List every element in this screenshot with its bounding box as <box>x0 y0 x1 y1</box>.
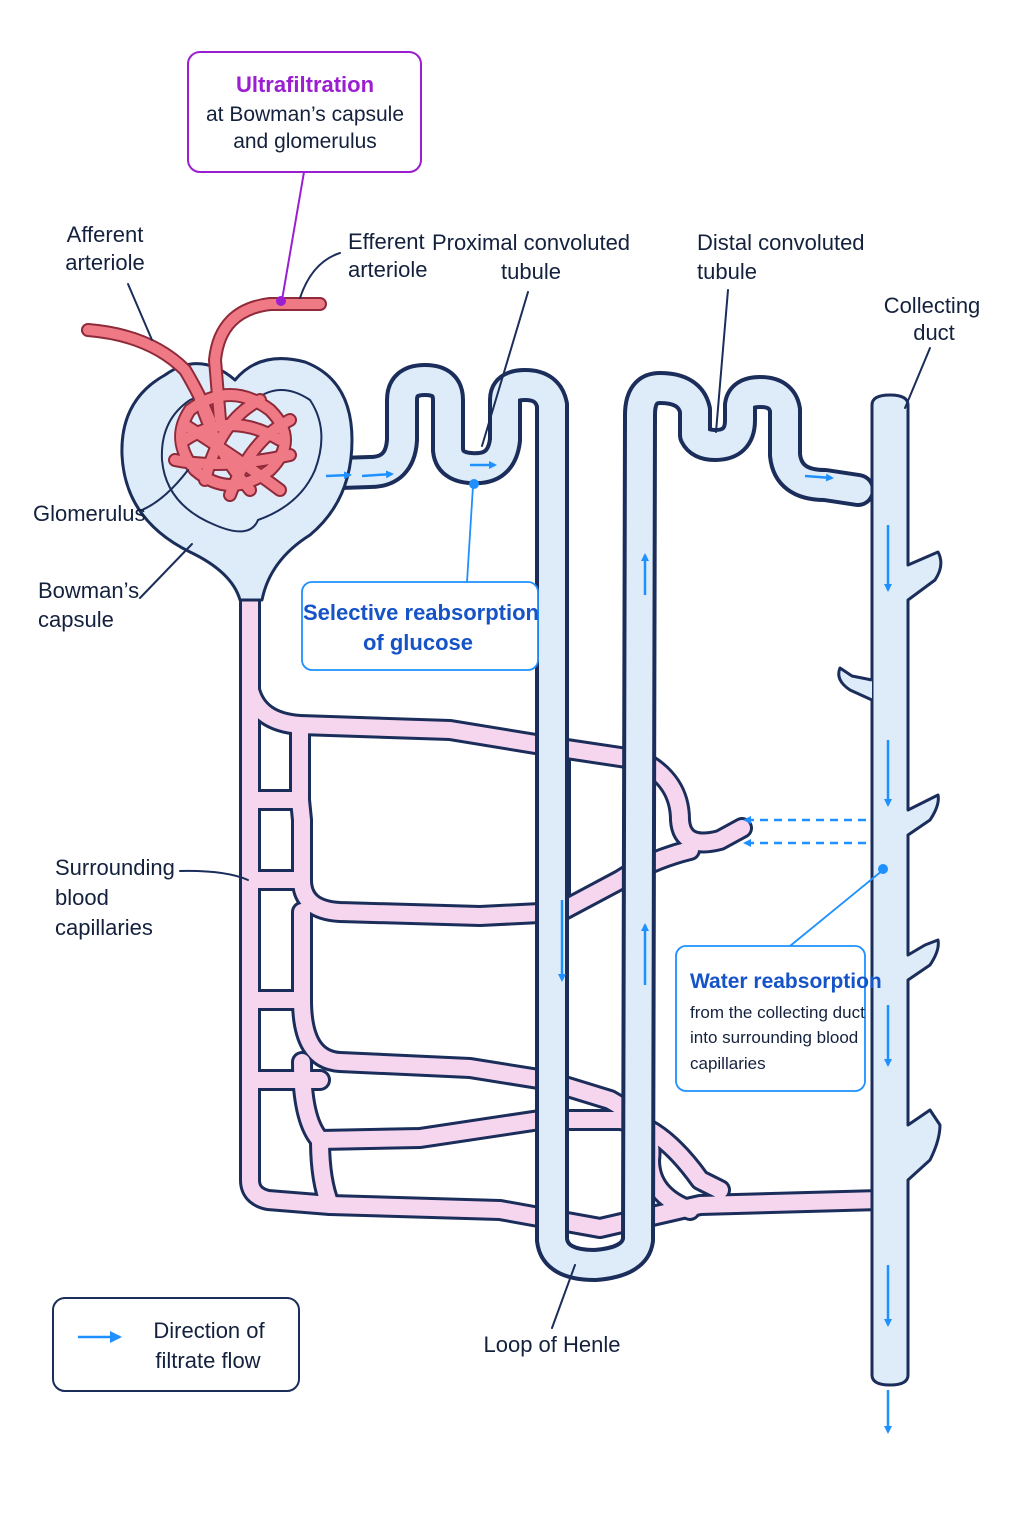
collecting-duct <box>837 393 943 1387</box>
glomerulus-label: Glomerulus <box>33 501 145 526</box>
loop-label: Loop of Henle <box>484 1332 621 1357</box>
leader-efferent <box>299 252 341 299</box>
leader-lines <box>127 171 931 1329</box>
leader-collecting <box>904 347 931 409</box>
capillaries-label-line3: capillaries <box>55 915 153 940</box>
flow-arrow <box>361 470 394 479</box>
leader-proximal <box>481 291 529 447</box>
capillaries-label-line1: Surrounding <box>55 855 175 880</box>
efferent-label-line1: Efferent <box>348 229 425 254</box>
leader-ultrafiltration <box>281 171 305 301</box>
selective-callout: Selective reabsorption of glucose <box>301 581 539 671</box>
water-callout: Water reabsorption from the collecting d… <box>675 945 882 1092</box>
afferent-label-line2: arteriole <box>65 250 144 275</box>
water-point <box>878 864 888 874</box>
selective-point <box>469 479 479 489</box>
afferent-label-line1: Afferent <box>67 222 144 247</box>
leader-water <box>789 869 884 947</box>
flow-arrow <box>804 473 834 482</box>
bowmans-label-line1: Bowman’s <box>38 578 139 603</box>
selective-line1: Selective reabsorption <box>303 600 539 625</box>
leader-bowmans <box>139 543 193 599</box>
ultrafiltration-line2: and glomerulus <box>233 130 377 153</box>
distal-label-line2: tubule <box>697 259 757 284</box>
efferent-label-line2: arteriole <box>348 257 427 282</box>
flow-arrow <box>325 471 352 480</box>
leader-capillaries <box>179 869 249 881</box>
leader-loop <box>551 1264 576 1329</box>
leader-glomerulus <box>141 469 189 511</box>
legend: Direction of filtrate flow <box>52 1297 300 1392</box>
collecting-duct-branch-left <box>837 666 873 702</box>
distal-label-line1: Distal convoluted <box>697 230 865 255</box>
leader-afferent <box>127 283 153 341</box>
water-title: Water reabsorption <box>690 970 882 993</box>
glomerulus <box>81 297 327 502</box>
tubule-fill <box>249 367 871 1278</box>
proximal-label-line2: tubule <box>501 259 561 284</box>
ultrafiltration-title: Ultrafiltration <box>236 72 374 97</box>
proximal-label-line1: Proximal convoluted <box>432 230 630 255</box>
ultrafiltration-line1: at Bowman’s capsule <box>206 103 404 126</box>
ultrafiltration-callout: Ultrafiltration at Bowman’s capsule and … <box>187 51 422 173</box>
leader-distal <box>715 289 729 433</box>
labels: Afferent arteriole Efferent arteriole Pr… <box>33 222 980 1357</box>
legend-line2: filtrate flow <box>155 1348 260 1373</box>
selective-line2: of glucose <box>363 630 473 655</box>
bowmans-label-line2: capsule <box>38 607 114 632</box>
ultrafiltration-point <box>276 296 286 306</box>
legend-line1: Direction of <box>153 1318 265 1343</box>
water-line2: into surrounding blood <box>690 1028 858 1047</box>
collecting-label-line1: Collecting <box>884 293 981 318</box>
flow-arrows <box>325 461 892 1434</box>
leader-selective <box>466 485 474 583</box>
water-line3: capillaries <box>690 1054 766 1073</box>
collecting-label-line2: duct <box>913 320 955 345</box>
water-line1: from the collecting duct <box>690 1003 865 1022</box>
capillaries-label-line2: blood <box>55 885 109 910</box>
